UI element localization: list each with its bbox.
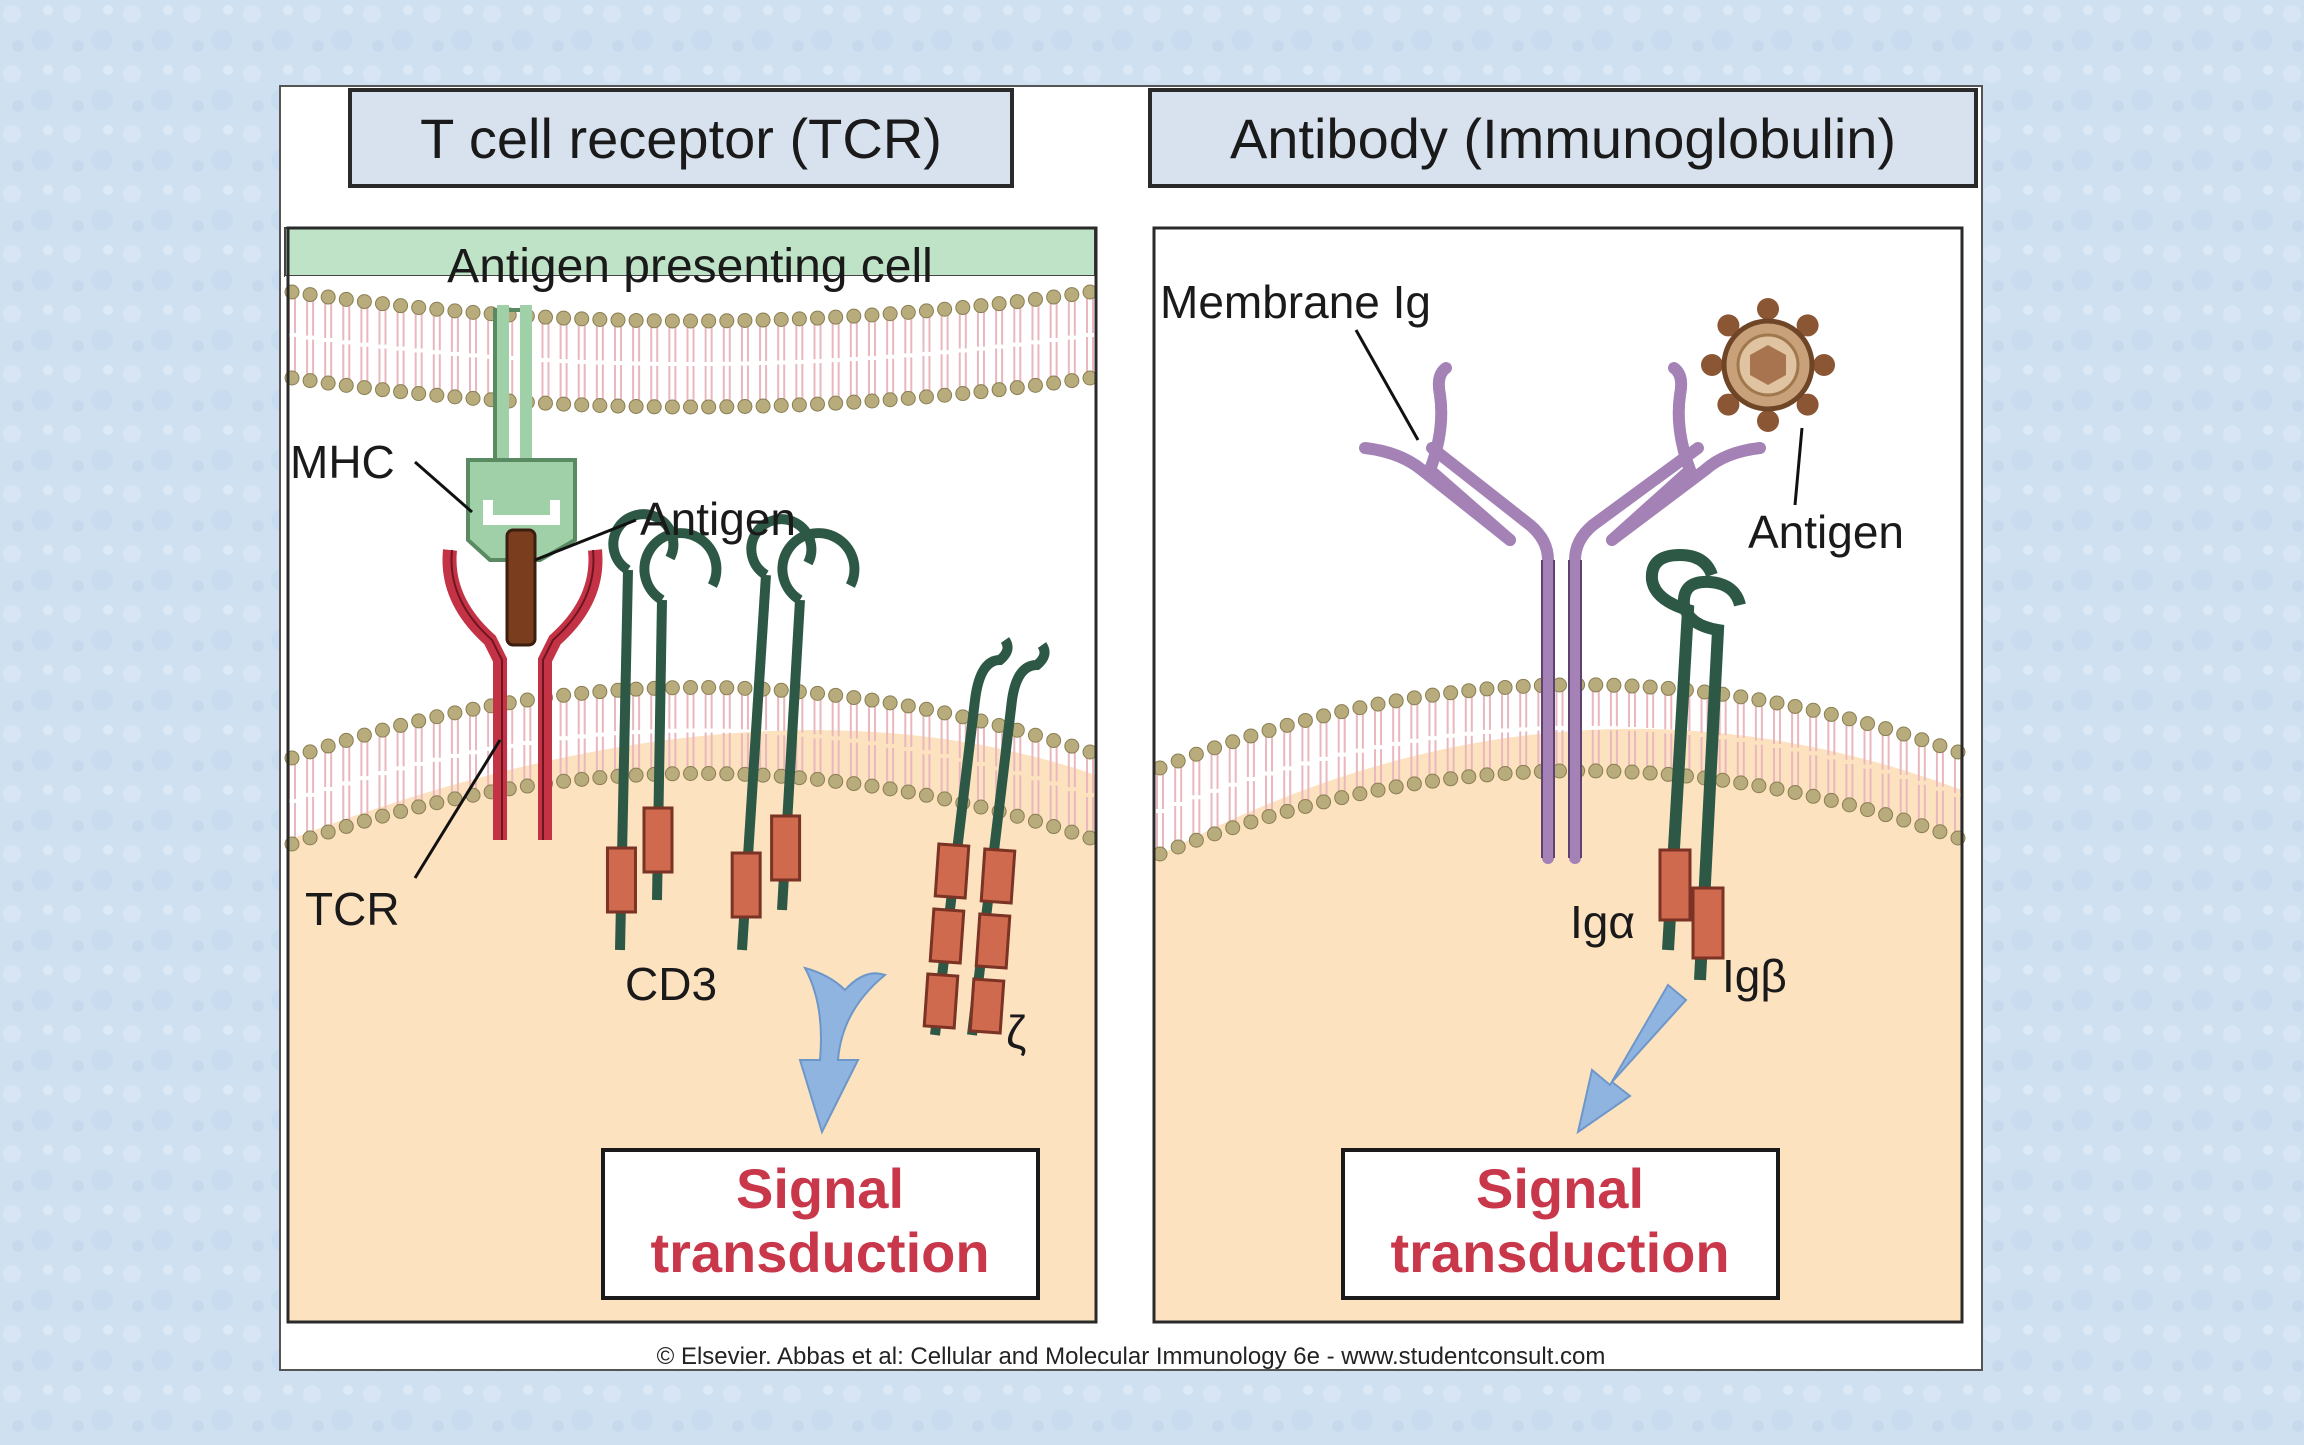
antigen-leader-line-left (534, 518, 637, 562)
cd3-label: CD3 (625, 958, 717, 1010)
zeta-label: ζ (1006, 1006, 1026, 1058)
tcr-molecule (442, 549, 603, 840)
left-title-box (348, 88, 1014, 188)
left-title: T cell receptor (TCR) (420, 107, 942, 170)
antigen-label-right: Antigen (1748, 506, 1904, 558)
right-panel: Antibody (Immunoglobulin) Membrane Ig An… (1148, 88, 1978, 1324)
membrane-ig (1359, 362, 1766, 864)
peptide-antigen (505, 528, 537, 647)
signal-arrow-right (1576, 983, 1688, 1135)
membrane-ig-leader-line (1354, 329, 1420, 441)
ig-beta-label: Igβ (1722, 950, 1787, 1002)
mhc-molecule (466, 305, 577, 562)
signal-arrow-left (798, 966, 888, 1135)
signal-text-right-2: transduction (1390, 1221, 1729, 1284)
membrane-ig-outline (1541, 560, 1582, 858)
mhc-leader-line (414, 460, 473, 514)
mhc-label: MHC (290, 436, 395, 488)
signal-box-right (1341, 1148, 1780, 1300)
signal-text-left-2: transduction (650, 1221, 989, 1284)
zeta-chains (922, 637, 1050, 1036)
membrane-ig-label: Membrane Ig (1160, 276, 1431, 328)
right-title-box (1148, 88, 1978, 188)
right-panel-border (1152, 226, 1964, 1324)
signal-text-left-1: Signal (736, 1157, 904, 1220)
cd3-complex (605, 509, 860, 951)
left-panel-border (286, 226, 1098, 1324)
ig-alpha-label: Igα (1570, 896, 1635, 948)
left-panel: T cell receptor (TCR) Antigen presenting… (284, 88, 1098, 1324)
copyright-footer: © Elsevier. Abbas et al: Cellular and Mo… (657, 1343, 1606, 1370)
antigen-particle (1701, 298, 1835, 432)
ig-alpha-beta (1645, 548, 1746, 981)
tcr-label: TCR (305, 883, 400, 935)
apc-label: Antigen presenting cell (447, 240, 933, 293)
signal-box-left (601, 1148, 1040, 1300)
antigen-label-left: Antigen (640, 493, 796, 545)
bcell-membrane (1152, 677, 1966, 862)
tcr-leader-line (413, 739, 502, 879)
right-title: Antibody (Immunoglobulin) (1230, 107, 1896, 170)
antigen-leader-line-right (1793, 427, 1804, 506)
signal-text-right-1: Signal (1476, 1157, 1644, 1220)
apc-membrane (284, 284, 1098, 415)
